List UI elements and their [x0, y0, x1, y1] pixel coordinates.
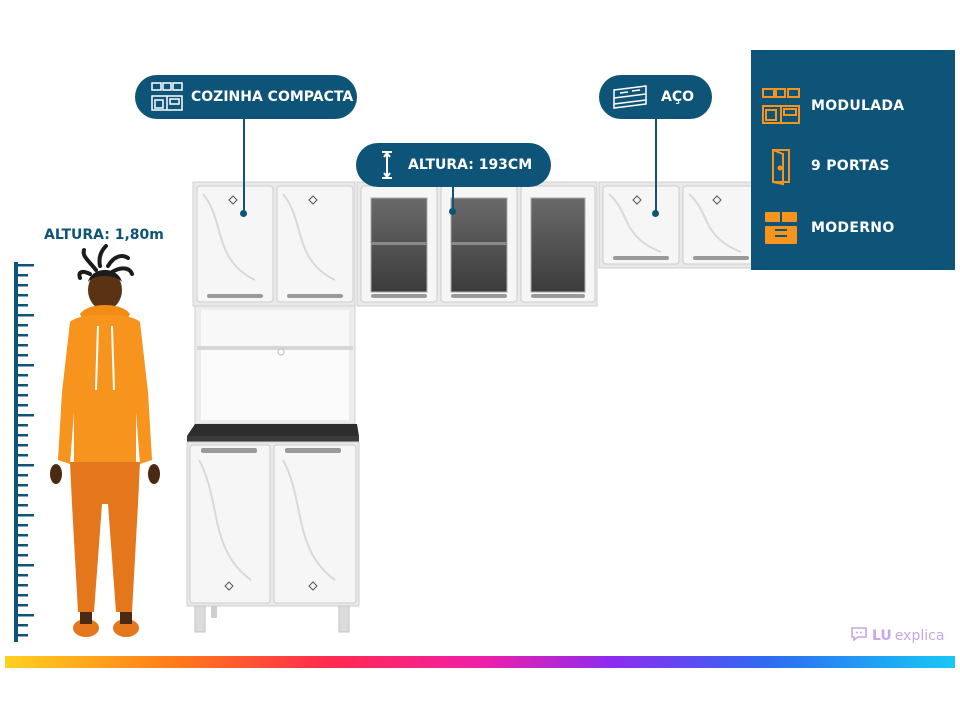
callout-material: AÇO — [599, 75, 712, 119]
ruler-tick — [16, 404, 28, 407]
ruler-tick — [16, 564, 34, 567]
ruler-tick — [16, 374, 28, 377]
feature-modular-label: MODULADA — [811, 98, 905, 114]
lower-base-doors — [186, 441, 360, 607]
height-ruler — [14, 262, 34, 642]
lu-explica-brand: LU explica — [850, 626, 944, 646]
ruler-tick — [16, 324, 28, 327]
ruler-tick — [16, 334, 28, 337]
upper-glass-doors — [356, 181, 598, 307]
ruler-tick — [16, 604, 28, 607]
callout-compact-label: COZINHA COMPACTA — [191, 89, 354, 105]
ruler-tick — [16, 264, 34, 267]
ruler-tick — [16, 354, 28, 357]
kitchen-icon — [149, 82, 185, 112]
modular-kitchen-icon — [751, 86, 811, 126]
callout-material-label: AÇO — [661, 89, 695, 105]
modern-cabinet-icon — [751, 208, 811, 248]
ruler-tick — [16, 294, 28, 297]
ruler-tick — [16, 484, 28, 487]
lu-chat-icon — [850, 626, 868, 646]
ruler-tick — [16, 444, 28, 447]
ruler-tick — [16, 474, 28, 477]
ruler-tick — [16, 534, 28, 537]
feature-modular: MODULADA — [751, 84, 955, 128]
ruler-tick — [16, 554, 28, 557]
rainbow-bar — [5, 656, 955, 668]
ruler-tick — [16, 594, 28, 597]
ruler-tick — [16, 544, 28, 547]
upper-solid-doors-left — [192, 181, 356, 307]
features-panel: MODULADA 9 PORTAS MODERNO — [751, 50, 955, 270]
ruler-tick — [16, 314, 34, 317]
ruler-tick — [16, 424, 28, 427]
ruler-tick — [16, 434, 28, 437]
ruler-tick — [16, 274, 28, 277]
callout-height: ALTURA: 193CM — [356, 143, 551, 187]
ruler-tick — [16, 394, 28, 397]
countertop — [187, 424, 359, 436]
ruler-tick — [16, 504, 28, 507]
steel-sheets-icon — [611, 84, 649, 110]
ruler-tick — [16, 524, 28, 527]
kitchen-cabinet-set — [186, 181, 762, 633]
callout-compact-kitchen: COZINHA COMPACTA — [135, 75, 357, 119]
ruler-tick — [16, 624, 28, 627]
callout-height-label: ALTURA: 193CM — [408, 157, 533, 173]
person-height-label: ALTURA: 1,80m — [44, 227, 164, 243]
ruler-tick — [16, 304, 28, 307]
ruler-tick — [16, 584, 28, 587]
tower-open-niches — [194, 305, 356, 425]
ruler-tick — [16, 574, 28, 577]
feature-modern-label: MODERNO — [811, 220, 895, 236]
brand-name-rest: explica — [894, 628, 945, 644]
ruler-tick — [16, 344, 28, 347]
person-figure — [50, 244, 160, 637]
door-icon — [751, 146, 811, 186]
ruler-tick — [16, 464, 34, 467]
feature-modern: MODERNO — [751, 206, 955, 250]
ruler-tick — [16, 494, 28, 497]
ruler-tick — [16, 454, 28, 457]
ruler-tick — [16, 364, 34, 367]
upper-solid-doors-right — [598, 181, 762, 269]
ruler-tick — [16, 634, 28, 637]
ruler-tick — [16, 514, 34, 517]
feature-doors: 9 PORTAS — [751, 144, 955, 188]
ruler-tick — [16, 384, 28, 387]
feature-doors-label: 9 PORTAS — [811, 158, 890, 174]
height-arrow-icon — [380, 150, 394, 180]
ruler-tick — [16, 284, 28, 287]
brand-name-bold: LU — [872, 628, 892, 644]
ruler-tick — [16, 414, 34, 417]
ruler-tick — [16, 614, 34, 617]
